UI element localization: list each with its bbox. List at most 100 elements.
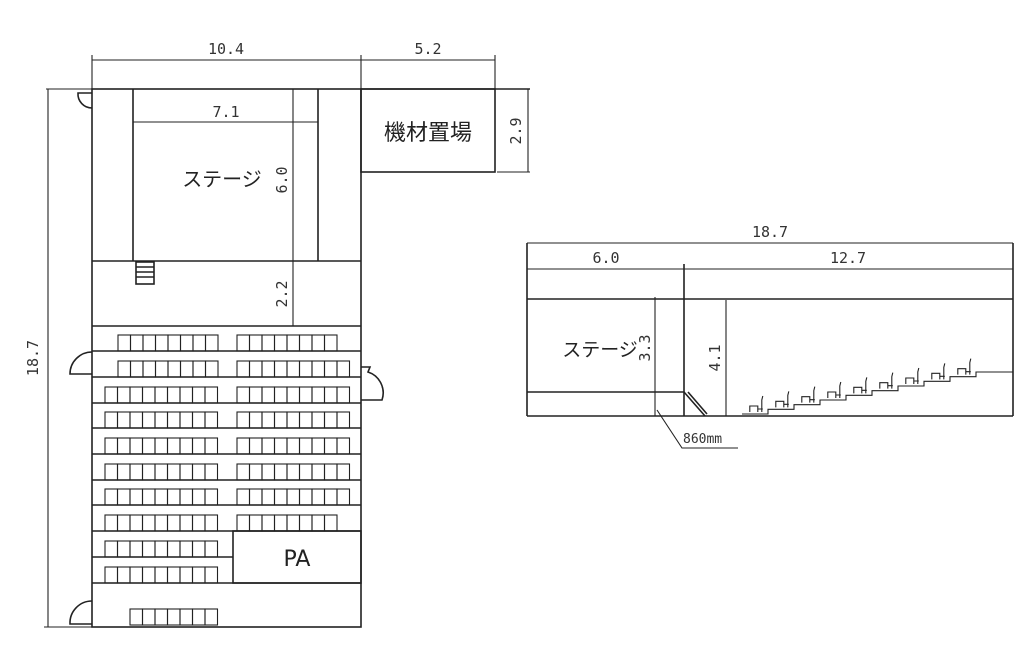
seat [298,463,313,481]
seat [166,608,181,626]
seat [179,514,194,532]
seat [311,488,326,506]
seat [179,411,194,429]
seat [311,334,326,352]
seat [286,411,301,429]
seating-area [92,334,361,626]
storage-label: 機材置場 [384,121,472,146]
seat [248,488,263,506]
seat [336,437,351,455]
seat [323,437,338,455]
seat [116,411,131,429]
seat [204,437,219,455]
seat [323,360,338,378]
dim-storage-depth: 2.9 [507,117,525,144]
seat [323,411,338,429]
seat [236,360,251,378]
seat [286,514,301,532]
seat [167,334,182,352]
section-view: 18.7 6.0 12.7 ステージ 3.3 4.1 860mm [526,223,1014,449]
seat [273,360,288,378]
seat [191,386,206,404]
seat [179,566,194,584]
seat-block [104,437,219,455]
seat-block [104,514,219,532]
seat [204,514,219,532]
seat [116,488,131,506]
seat-block [236,437,351,455]
seat [179,334,194,352]
dim-depth-total: 18.7 [24,340,42,376]
seat-block [117,360,219,378]
seat [236,514,251,532]
seat-block [129,608,219,626]
dim-stage-width: 7.1 [212,103,239,121]
stairs-icon [135,261,155,285]
seat [323,514,338,532]
seat [311,463,326,481]
seat [191,488,206,506]
seat [179,488,194,506]
seat [129,386,144,404]
seat [323,386,338,404]
seat [336,386,351,404]
stage-label: ステージ [182,167,262,191]
seat [154,566,169,584]
dim-stage-depth: 6.0 [273,166,291,193]
tiered-seating [742,358,1013,415]
seat [311,360,326,378]
seat [204,386,219,404]
seat [141,437,156,455]
seat [154,608,169,626]
seat [141,608,156,626]
seat [298,437,313,455]
seat [166,437,181,455]
seat [141,488,156,506]
seat [116,514,131,532]
seat [248,514,263,532]
seat [286,488,301,506]
seat [142,334,157,352]
seat [261,463,276,481]
hall-outline [91,88,362,628]
seat-block [104,488,219,506]
seat [323,463,338,481]
step-profile [742,371,1013,415]
seat [116,463,131,481]
chair-icon [879,372,894,389]
seat [166,411,181,429]
seat [191,566,206,584]
seat [166,386,181,404]
plan-view: 10.4 5.2 18.7 機材置場 2.9 7.1 6.0 2.2 ステージ [24,40,530,628]
seat [248,386,263,404]
seat [204,411,219,429]
seat [117,360,132,378]
pa-booth [232,530,362,584]
seat [311,386,326,404]
seat [248,360,263,378]
seat [154,540,169,558]
seat [248,463,263,481]
seat [298,411,313,429]
seat-block [236,514,338,532]
seat [286,386,301,404]
seat-block [236,488,351,506]
seat [129,463,144,481]
seat [273,463,288,481]
seat [204,540,219,558]
seat-block [104,463,219,481]
door-icon [77,92,93,109]
seat [154,463,169,481]
seat [286,437,301,455]
door-icon [69,351,93,375]
seat [179,540,194,558]
seat [323,334,338,352]
seat [204,488,219,506]
dim-section-hall: 12.7 [830,249,866,267]
seat [191,437,206,455]
chair-icon [931,363,946,380]
seat [192,360,207,378]
dim-width-main: 10.4 [208,40,244,58]
seat-block [117,334,219,352]
